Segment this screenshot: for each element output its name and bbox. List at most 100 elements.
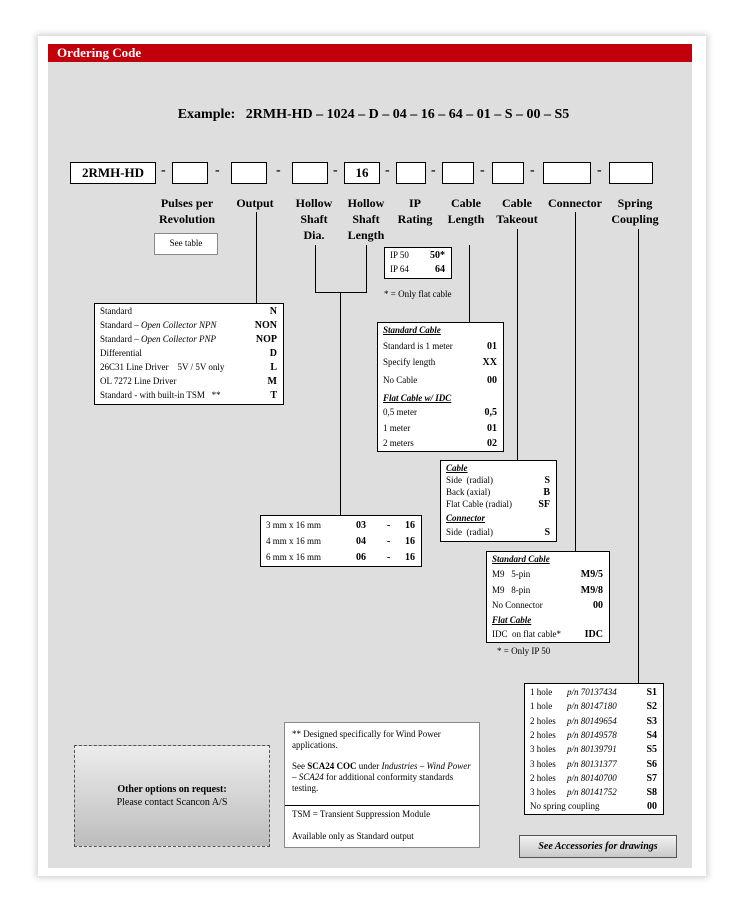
cable-code: 0,5 [484, 407, 498, 418]
spring-label: No spring coupling [530, 801, 600, 812]
takeout-label: Side (radial) [446, 475, 493, 485]
spring-row: 3 holes p/n 80131377 S6 [525, 759, 663, 773]
cable-label: No Cable [383, 375, 418, 385]
takeout-label: Side (radial) [446, 527, 493, 537]
takeout-heading: Cable [446, 463, 468, 473]
col-cable-takeout: Cable Takeout [496, 196, 538, 226]
cable-label: 1 meter [383, 423, 411, 433]
code-dash: - [215, 163, 220, 178]
shaft-code: 03 [356, 520, 366, 531]
cable-takeout-box [492, 162, 524, 184]
example-code: 2RMH-HD – 1024 – D – 04 – 16 – 64 – 01 –… [245, 107, 570, 122]
col-hollow-dia: Hollow Shaft Dia. [295, 196, 333, 242]
spring-code: S5 [646, 744, 657, 756]
output-code: T [270, 390, 277, 401]
code-dash: - [385, 163, 390, 178]
cable-label: 2 meters [383, 438, 414, 448]
code-dash: - [276, 163, 281, 178]
ip-label: IP 50 [390, 250, 409, 260]
spring-part-number: p/n 70137434 [567, 687, 617, 697]
output-box [231, 162, 267, 184]
code-dash: - [530, 163, 535, 178]
connector-code: M9/5 [580, 569, 603, 580]
shaft-code: 06 [356, 552, 366, 563]
shaft-dia-box [292, 162, 328, 184]
connector-code: IDC [584, 629, 603, 640]
shaft-dash: - [387, 520, 391, 531]
spring-code: S6 [646, 758, 657, 770]
output-code: NON [254, 320, 277, 331]
spring-row: No spring coupling 00 [525, 801, 663, 815]
notes-divider [285, 805, 479, 806]
shaft-label: 4 mm x 16 mm [266, 536, 322, 546]
ip-box [396, 162, 426, 184]
output-line [256, 212, 257, 304]
shaft-len: 16 [405, 552, 415, 563]
spring-label: 2 holes [530, 715, 556, 726]
connector-box [543, 162, 591, 184]
cable-code: 02 [487, 438, 497, 449]
takeout-label: Flat Cable (radial) [446, 499, 512, 509]
output-code: L [270, 362, 277, 373]
cable-length-line [469, 245, 470, 323]
other-options-title: Other options on request: [117, 784, 227, 795]
spring-code: S8 [646, 787, 657, 799]
spring-part-number: p/n 80149578 [567, 729, 617, 740]
takeout-code: SF [538, 499, 550, 510]
section-title: Ordering Code [57, 45, 142, 60]
connector-std-heading: Standard Cable [492, 554, 550, 564]
spring-label: 3 holes [530, 758, 556, 769]
col-cable-length: Cable Length [447, 196, 485, 226]
code-dash: - [431, 163, 436, 178]
ip-code: 64 [435, 264, 445, 275]
shaft-len-line [366, 245, 367, 293]
section-header: Ordering Code [48, 44, 692, 62]
cable-code: 01 [487, 423, 497, 434]
shaft-label: 6 mm x 16 mm [266, 552, 322, 562]
col-pulses: Pulses per Revolution [158, 196, 215, 226]
output-label: Standard – Open Collector PNP [100, 334, 216, 344]
pulses-box [172, 162, 208, 184]
shaft-len: 16 [405, 536, 415, 547]
spring-part-number: p/n 80140700 [567, 772, 617, 783]
shaft-dash: - [387, 552, 391, 563]
connector-label: M9 8-pin [492, 585, 531, 595]
output-code: N [269, 306, 277, 317]
notes-available: Available only as Standard output [292, 831, 414, 841]
connector-code: M9/8 [580, 585, 603, 596]
spring-code: 00 [647, 801, 657, 813]
cable-code: 01 [487, 341, 497, 352]
cable-code: XX [482, 357, 497, 368]
spring-line [638, 229, 639, 684]
spring-code: S1 [646, 687, 657, 698]
output-label: Standard - with built-in TSM ** [100, 390, 221, 400]
spring-label: 3 holes [530, 787, 556, 798]
spring-label: 1 hole [530, 701, 553, 712]
spring-label: 2 holes [530, 772, 556, 783]
example-line: Example: 2RMH-HD – 1024 – D – 04 – 16 – … [0, 107, 747, 123]
ip-note: * = Only flat cable [384, 289, 452, 299]
output-code: NOP [255, 334, 277, 345]
shaft-down-line [340, 292, 341, 520]
code-dash: - [480, 163, 485, 178]
spring-part-number: p/n 80131377 [567, 758, 617, 769]
output-label: Differential [100, 348, 142, 358]
notes-see: See SCA24 COC under Industries – Wind Po… [292, 761, 471, 793]
example-label: Example: [177, 107, 236, 122]
connector-code: 00 [593, 600, 603, 611]
spring-part-number: p/n 80147180 [567, 701, 617, 712]
connector-label: IDC on flat cable* [492, 629, 561, 639]
connector-line [575, 212, 576, 552]
col-ip: IP Rating [397, 196, 433, 226]
accessories-button[interactable]: See Accessories for drawings [519, 835, 677, 858]
notes-tsm: TSM = Transient Suppression Module [292, 809, 431, 819]
cable-label: Standard is 1 meter [383, 341, 453, 351]
connector-heading: Connector [446, 513, 486, 523]
spring-code: S3 [646, 715, 657, 727]
takeout-code: S [544, 475, 550, 486]
